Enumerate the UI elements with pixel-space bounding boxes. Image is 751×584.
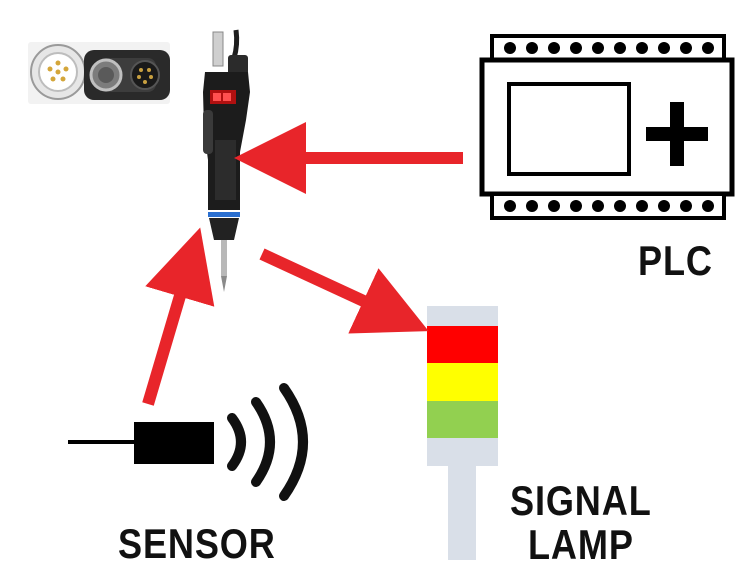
arrows bbox=[142, 122, 463, 406]
plus-icon bbox=[646, 102, 708, 166]
round-connector-icon bbox=[28, 42, 170, 104]
lamp-yellow-segment bbox=[427, 363, 498, 401]
arrow-tool-to-lamp bbox=[259, 248, 429, 334]
electric-screwdriver-icon bbox=[203, 29, 250, 292]
signal-lamp-label-line1: SIGNAL bbox=[510, 477, 652, 524]
lamp-red-segment bbox=[427, 326, 498, 363]
lamp-green-segment bbox=[427, 401, 498, 438]
plc-terminals-top bbox=[504, 42, 714, 54]
sensor-icon bbox=[68, 383, 308, 501]
signal-lamp-label-line2: LAMP bbox=[528, 521, 634, 568]
arrow-sensor-to-tool bbox=[142, 227, 215, 406]
sensor-label: SENSOR bbox=[118, 520, 276, 567]
plc-label: PLC bbox=[638, 237, 713, 284]
plc-module-icon bbox=[479, 34, 735, 220]
plc-terminals-bottom bbox=[504, 200, 714, 212]
signal-tower-icon bbox=[427, 306, 498, 560]
